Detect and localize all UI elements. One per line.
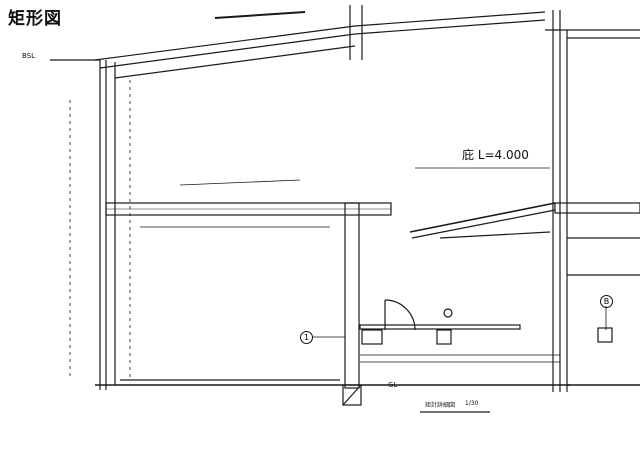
footing-hatch	[342, 384, 362, 406]
column	[344, 202, 360, 389]
axis-mark-b: B	[600, 295, 613, 308]
canopy	[409, 167, 556, 239]
interior-column	[342, 202, 362, 406]
door	[359, 299, 521, 345]
level-label: BSL	[22, 52, 36, 60]
right-column	[312, 10, 640, 392]
roof-bottom-line-right	[354, 19, 546, 35]
floor-slab	[554, 202, 640, 214]
floor-beam	[105, 179, 392, 228]
roof-top-line-right	[354, 11, 546, 27]
roof-dim-line	[214, 11, 306, 19]
roof-beam-line	[114, 45, 356, 79]
scale-value: 1/30	[465, 400, 479, 407]
roof-top-line	[94, 25, 356, 61]
sill	[359, 324, 521, 330]
post-detail	[361, 329, 383, 345]
scale-caption: 矩計詳細図	[425, 402, 456, 409]
left-roof	[94, 5, 546, 79]
canopy-top	[409, 202, 556, 233]
roof-bottom-line	[99, 33, 356, 69]
ground	[95, 354, 570, 413]
post-detail	[597, 327, 613, 343]
canopy-beam	[439, 231, 551, 239]
ground-label: GL	[388, 381, 398, 389]
axis-mark-1: 1	[300, 331, 313, 344]
drawing-title: 矩形図	[8, 9, 62, 29]
canopy-bottom	[411, 209, 556, 239]
note-leader	[179, 179, 301, 186]
detail-mark	[443, 308, 453, 318]
eave-label: 庇 L=4.000	[462, 148, 529, 162]
left-wall	[50, 59, 131, 390]
post-detail	[436, 329, 452, 345]
